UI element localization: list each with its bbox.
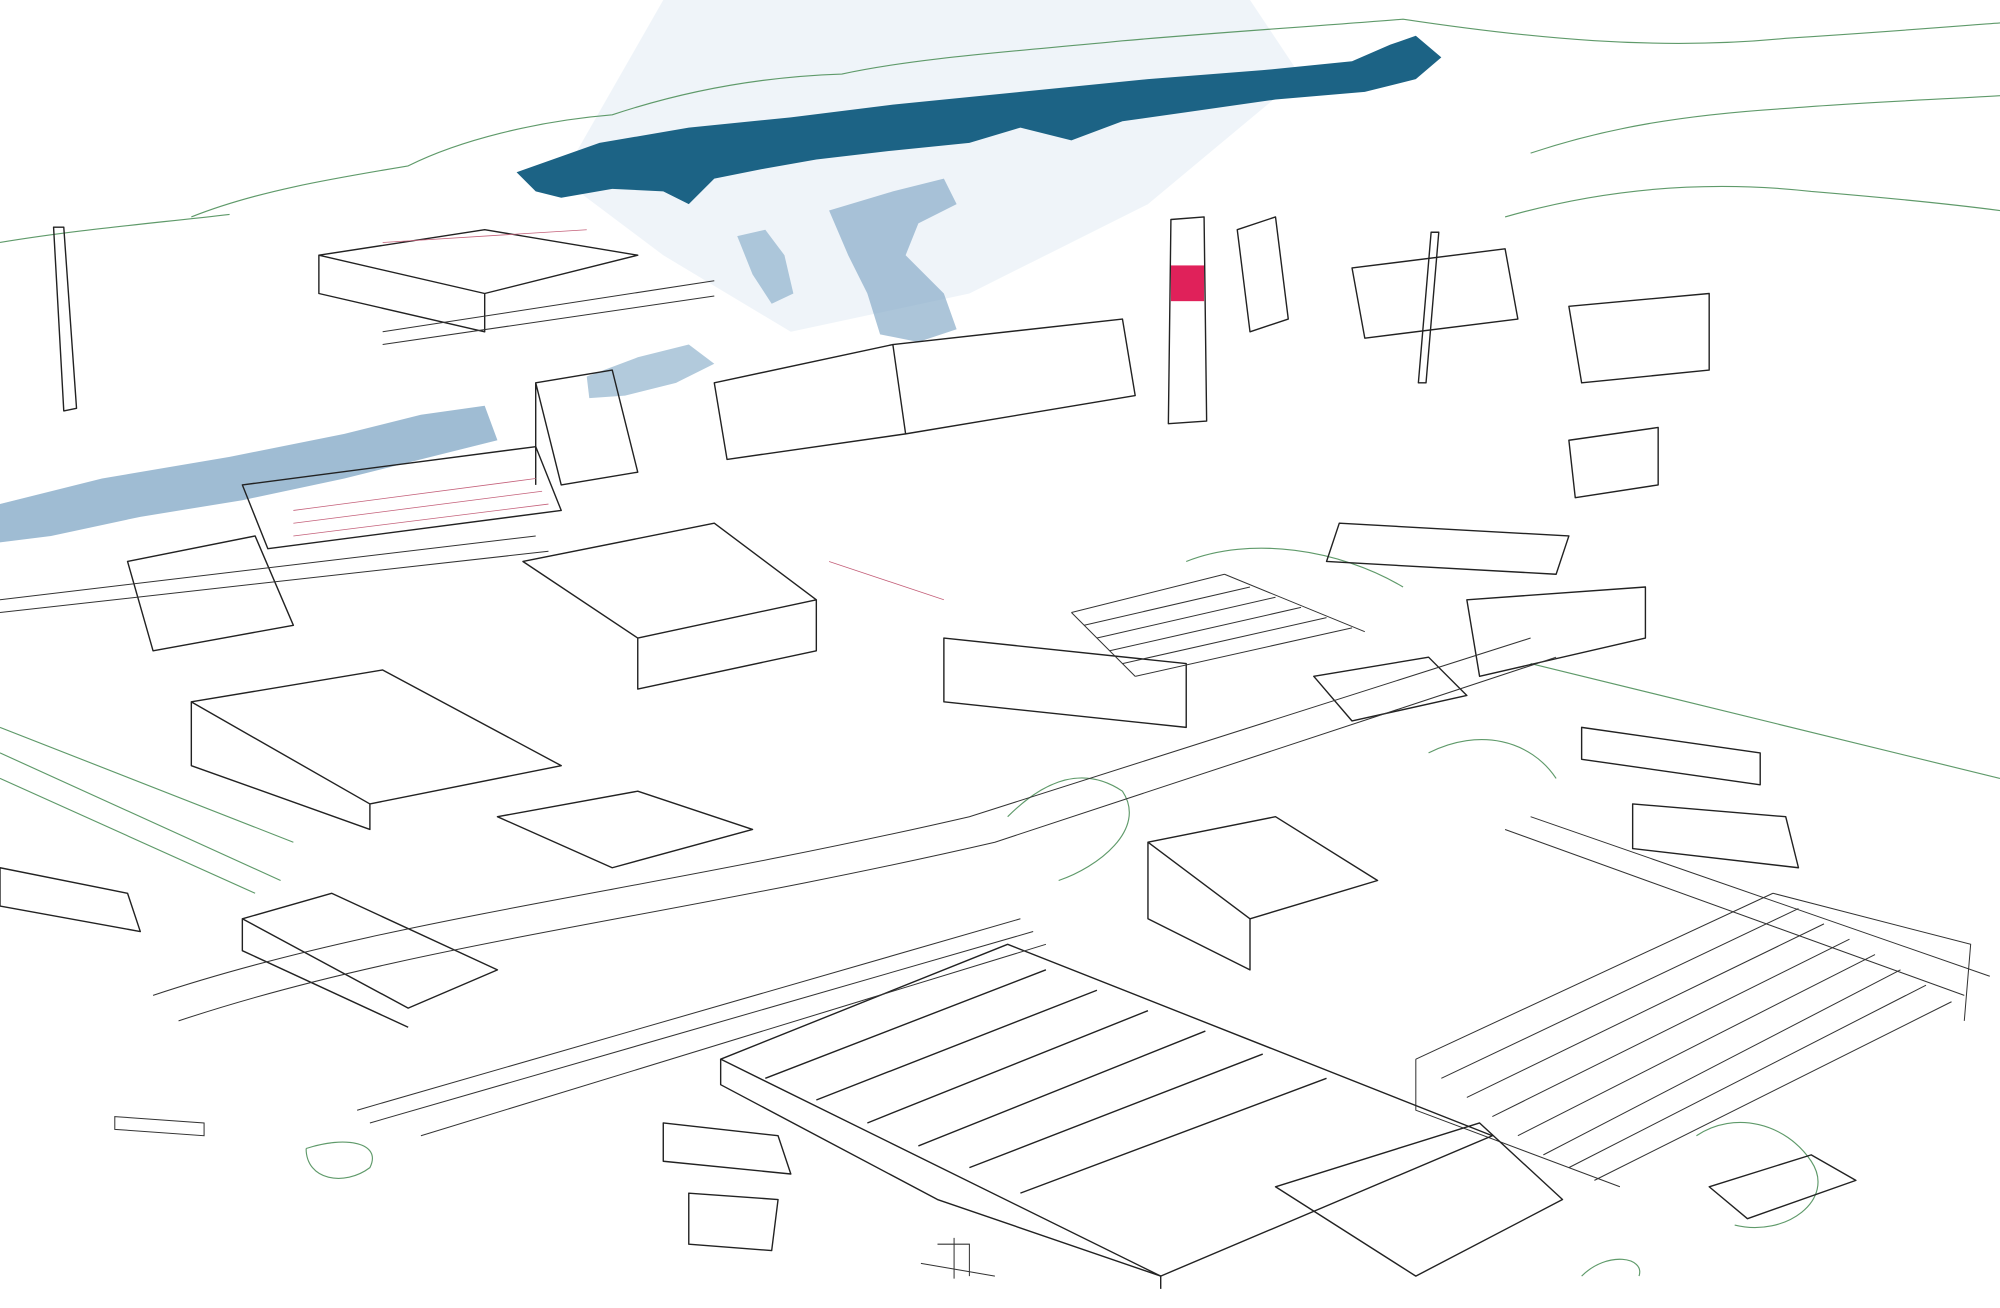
chimney-red <box>1170 265 1205 302</box>
water-patch <box>737 229 794 304</box>
water-patch <box>586 344 715 399</box>
pink-roof-accents <box>293 229 944 601</box>
sawtooth-shed-rows <box>1071 573 1972 1188</box>
railway-tracks <box>0 280 1990 1137</box>
water-patch <box>0 405 498 543</box>
river-dark <box>516 35 1442 205</box>
foreground-hall <box>719 943 1564 1289</box>
chimney-left <box>52 226 78 412</box>
factory-buildings <box>0 216 1857 1252</box>
vegetation-outlines <box>0 18 2000 1277</box>
chimney-right <box>1417 231 1440 384</box>
water-patch <box>829 178 957 342</box>
chimney-outline <box>1167 216 1208 425</box>
pylons <box>114 1116 995 1279</box>
